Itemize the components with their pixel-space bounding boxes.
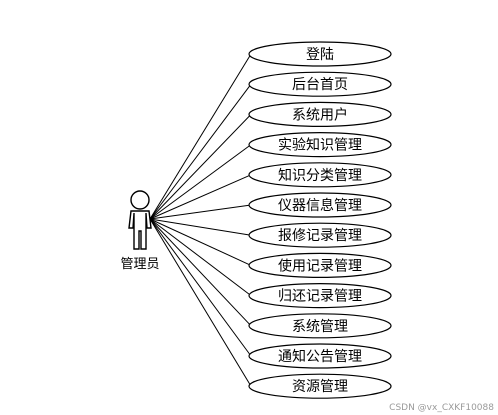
association-line xyxy=(149,218,252,296)
use-case-label: 通知公告管理 xyxy=(278,348,362,365)
association-line xyxy=(149,144,252,220)
use-case-ellipse xyxy=(248,132,392,158)
use-case: 登陆 xyxy=(248,41,392,67)
use-case-label: 仪器信息管理 xyxy=(278,197,362,214)
association-line xyxy=(149,114,252,220)
association-line xyxy=(149,218,252,236)
association-line xyxy=(149,218,252,266)
association-line xyxy=(149,204,252,220)
use-case-ellipse xyxy=(248,71,392,97)
use-case-label: 归还记录管理 xyxy=(278,288,362,305)
association-line xyxy=(149,218,252,327)
use-case-ellipse xyxy=(248,41,392,67)
association-line xyxy=(149,218,252,387)
use-case-label: 资源管理 xyxy=(292,379,348,395)
use-case: 实验知识管理 xyxy=(248,132,392,158)
use-case-label: 报修记录管理 xyxy=(278,228,362,244)
use-case-ellipse xyxy=(248,343,392,369)
use-case-ellipse xyxy=(248,222,392,248)
use-case: 系统管理 xyxy=(248,313,392,339)
use-case-label: 系统管理 xyxy=(292,319,348,335)
use-case: 归还记录管理 xyxy=(248,283,392,309)
use-case: 通知公告管理 xyxy=(248,343,392,369)
association-lines xyxy=(149,53,252,387)
use-case: 知识分类管理 xyxy=(248,162,392,188)
use-case-ellipse xyxy=(248,192,392,218)
use-case-label: 实验知识管理 xyxy=(278,137,362,154)
use-case-ellipse xyxy=(248,373,392,399)
use-case-ellipse xyxy=(248,283,392,309)
actor-label: 管理员 xyxy=(120,257,159,272)
use-case: 使用记录管理 xyxy=(248,252,392,278)
use-case: 系统用户 xyxy=(248,101,392,128)
use-case-label: 后台首页 xyxy=(292,77,348,93)
association-line xyxy=(149,53,252,220)
actor-stick-figure-icon xyxy=(128,190,152,250)
use-case-label: 知识分类管理 xyxy=(278,167,362,184)
use-case: 资源管理 xyxy=(248,373,392,399)
use-case: 仪器信息管理 xyxy=(248,192,392,218)
use-case: 报修记录管理 xyxy=(248,222,392,248)
use-case-ellipse xyxy=(248,313,392,339)
association-line xyxy=(149,218,252,357)
use-case: 后台首页 xyxy=(248,71,392,97)
use-case-ellipse xyxy=(248,162,392,188)
use-case-ellipse xyxy=(248,252,392,278)
watermark: CSDN @vx_CXKF10088 xyxy=(389,403,494,413)
use-case-label: 系统用户 xyxy=(292,106,348,123)
association-line xyxy=(149,174,252,220)
use-case-label: 登陆 xyxy=(306,47,334,63)
use-case-ellipse xyxy=(248,101,392,128)
use-case-list: 登陆后台首页系统用户实验知识管理知识分类管理仪器信息管理报修记录管理使用记录管理… xyxy=(248,41,392,399)
use-case-label: 使用记录管理 xyxy=(278,257,362,274)
association-line xyxy=(149,83,252,220)
